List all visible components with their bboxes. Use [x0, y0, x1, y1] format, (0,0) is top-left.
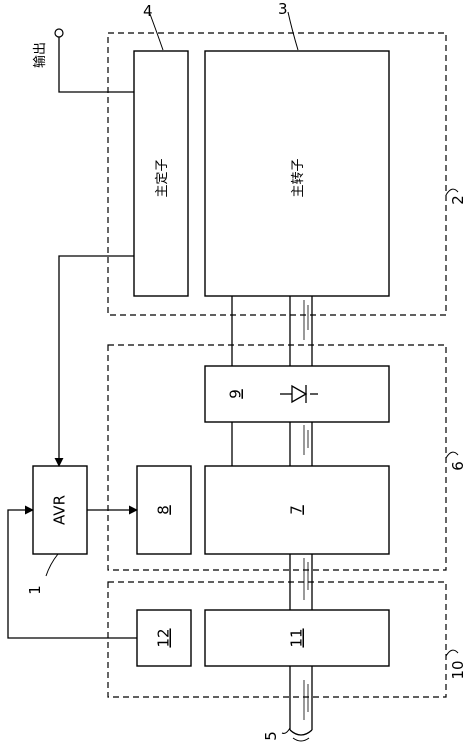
main-rotor-box	[204, 50, 390, 297]
rectifier-box	[204, 365, 390, 423]
ref-1-leader	[45, 553, 59, 577]
ref-6-leader	[445, 451, 459, 459]
sense-wire	[54, 255, 134, 467]
pmg-rotor-box	[204, 609, 390, 667]
output-terminal-icon	[54, 28, 64, 38]
diode-icon	[280, 384, 318, 404]
avr-box	[32, 465, 88, 555]
pmg-feedback-wire	[7, 505, 137, 639]
ref-11-label: 11	[288, 628, 306, 647]
ref-7-label: 7	[288, 505, 306, 515]
avr-label: AVR	[51, 495, 69, 525]
ref-10-label: 10	[449, 660, 467, 679]
exciter-box	[204, 465, 390, 555]
ref-3-leader	[287, 11, 299, 51]
group-10-box	[107, 581, 447, 698]
pmg-stator-box	[136, 609, 192, 667]
ref-12-label: 12	[155, 628, 173, 647]
ref-4-leader	[149, 13, 164, 51]
main-stator-label: 主定子	[155, 158, 170, 197]
main-stator-box	[133, 50, 189, 297]
ref-6-label: 6	[449, 461, 467, 471]
ref-2-label: 2	[449, 195, 467, 205]
ref-9-label: 9	[227, 389, 245, 399]
exciter-stator-box	[136, 465, 192, 555]
ref-4-label: 4	[143, 2, 153, 20]
ref-2-leader	[445, 188, 459, 196]
ref-10-leader	[445, 649, 459, 657]
output-label: 输出	[32, 42, 48, 68]
ref-3-label: 3	[278, 0, 288, 18]
ref-8-label: 8	[155, 505, 173, 515]
ref-1-label: 1	[26, 585, 44, 595]
output-wire	[58, 37, 134, 93]
main-rotor-label: 主转子	[291, 158, 306, 197]
ref-5-leader	[281, 727, 291, 734]
ref-5-label: 5	[262, 731, 280, 741]
